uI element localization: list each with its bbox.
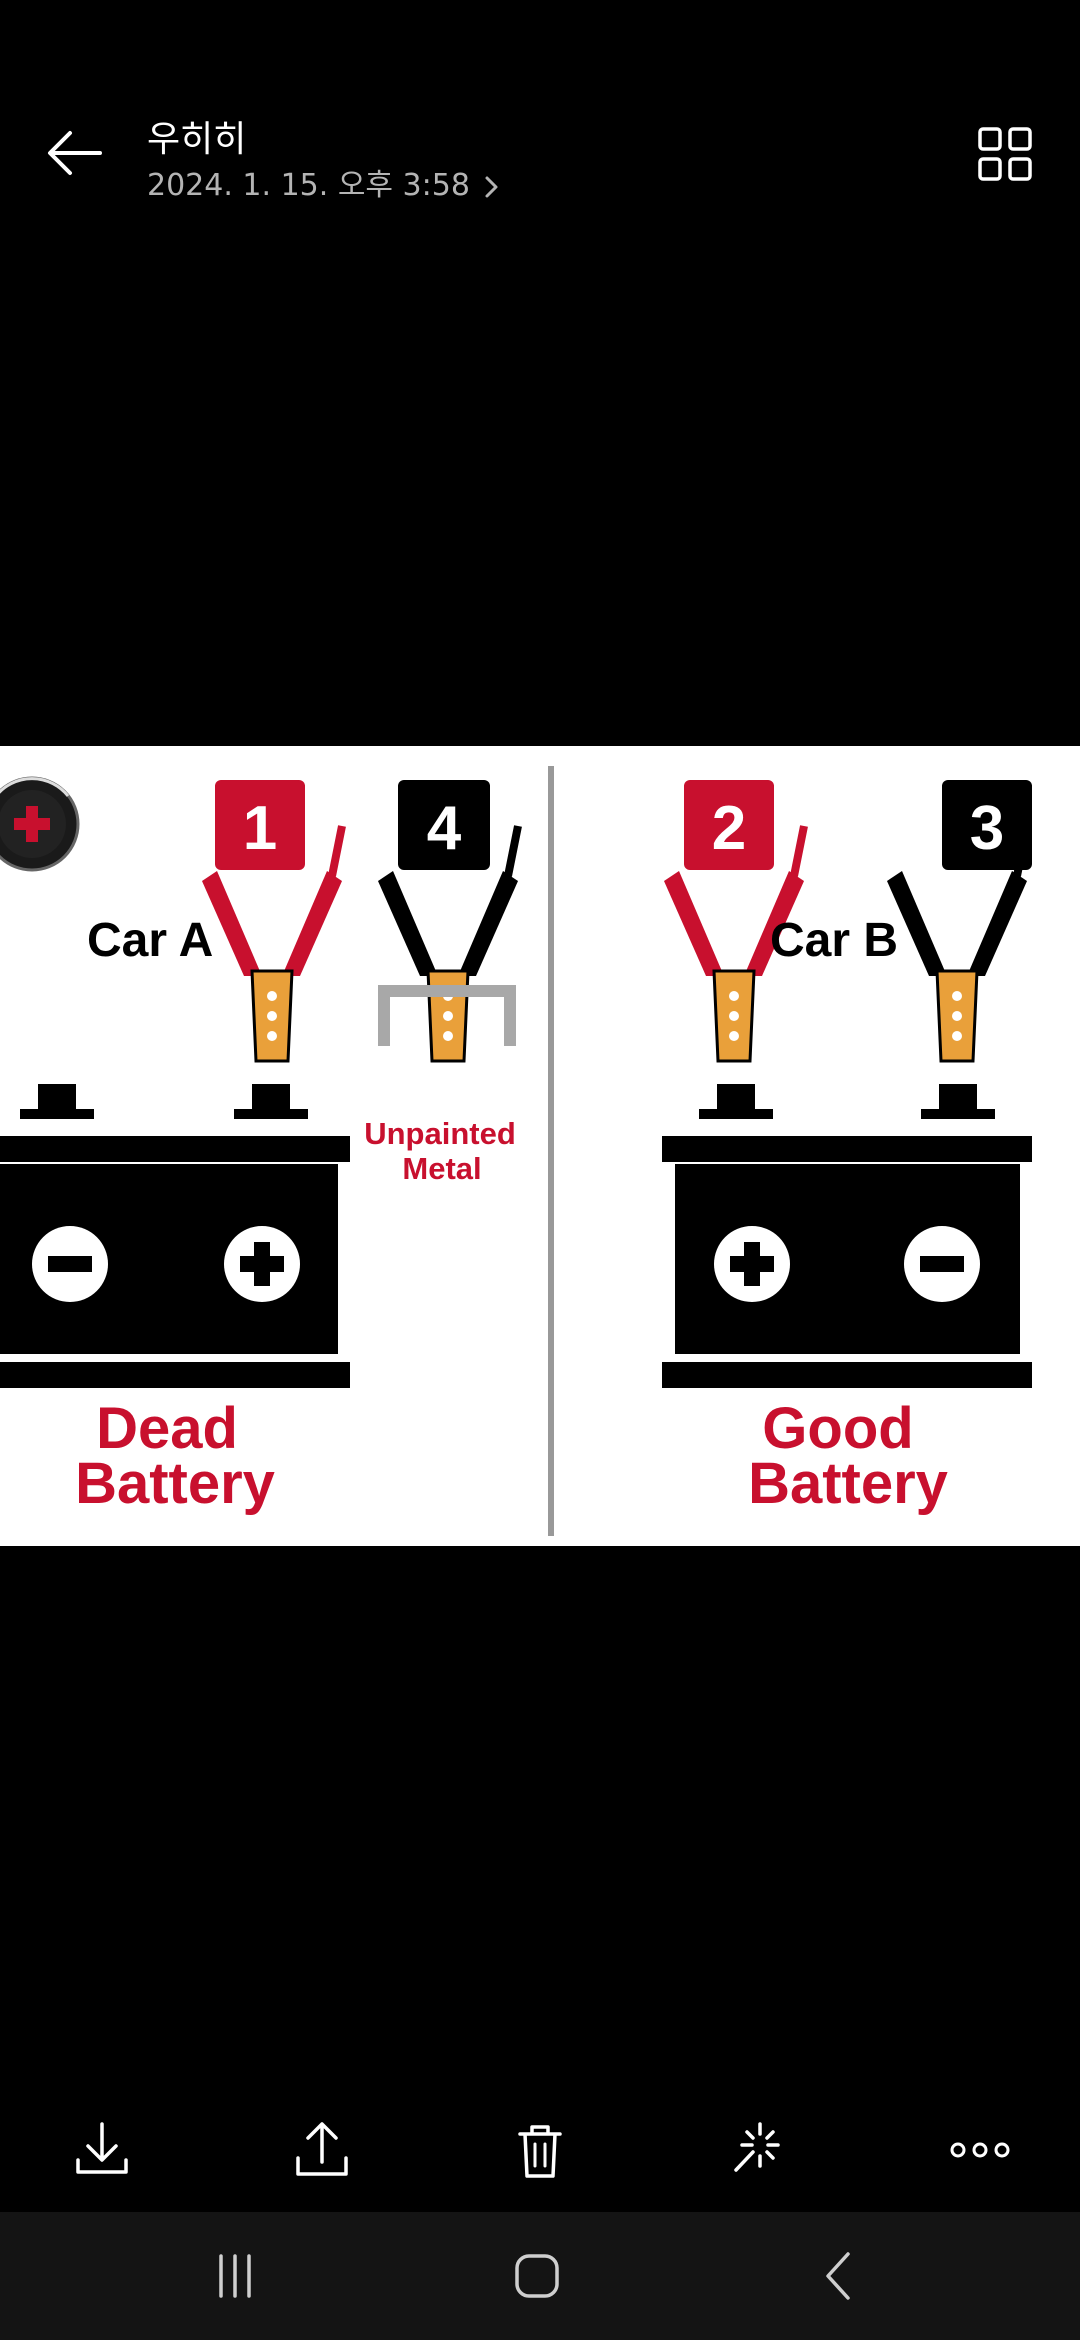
step-badge-4: 4 [398, 780, 490, 870]
photo-datetime[interactable]: 2024. 1. 15. 오후 3:58 [147, 160, 503, 204]
good-label-line2: Battery [748, 1451, 948, 1516]
download-icon[interactable] [62, 2110, 142, 2190]
jump-start-diagram: 1 4 2 3 [0, 766, 1032, 1536]
car-a-label: Car A [87, 914, 213, 967]
dead-label-line2: Battery [75, 1451, 275, 1516]
magic-edit-icon[interactable] [720, 2110, 800, 2190]
more-icon[interactable] [940, 2110, 1020, 2190]
chevron-right-icon [485, 176, 498, 197]
step-badge-2: 2 [684, 780, 774, 870]
back-nav-icon[interactable] [800, 2236, 880, 2316]
share-icon[interactable] [282, 2110, 362, 2190]
dead-battery [0, 1084, 350, 1388]
logo-seal [0, 776, 80, 872]
photo-content[interactable]: 1 4 2 3 [0, 746, 1080, 1546]
photo-datetime-text: 2024. 1. 15. 오후 3:58 [147, 168, 470, 203]
step-badge-3: 3 [942, 780, 1032, 870]
svg-text:3: 3 [970, 794, 1004, 863]
step-badge-1: 1 [215, 780, 305, 870]
good-battery [662, 1084, 1032, 1388]
svg-text:1: 1 [243, 794, 277, 863]
grid-view-icon[interactable] [975, 124, 1035, 184]
unpainted-label-line1: Unpainted [364, 1116, 516, 1151]
center-divider [548, 766, 554, 1536]
back-arrow-icon[interactable] [40, 118, 110, 188]
recent-apps-icon[interactable] [195, 2236, 275, 2316]
album-title[interactable]: 우히히 [147, 119, 247, 160]
unpainted-metal-bracket [378, 985, 516, 1046]
home-icon[interactable] [497, 2236, 577, 2316]
photo-toolbar [0, 2110, 1080, 2190]
good-label-line1: Good [762, 1396, 913, 1461]
car-b-label: Car B [770, 914, 898, 967]
delete-icon[interactable] [500, 2110, 580, 2190]
unpainted-label-line2: Metal [402, 1151, 481, 1186]
viewer-header: 우히히 2024. 1. 15. 오후 3:58 [0, 0, 1080, 220]
system-navigation-bar [0, 2212, 1080, 2340]
dead-label-line1: Dead [96, 1396, 238, 1461]
svg-text:2: 2 [712, 794, 746, 863]
svg-text:4: 4 [427, 794, 462, 863]
